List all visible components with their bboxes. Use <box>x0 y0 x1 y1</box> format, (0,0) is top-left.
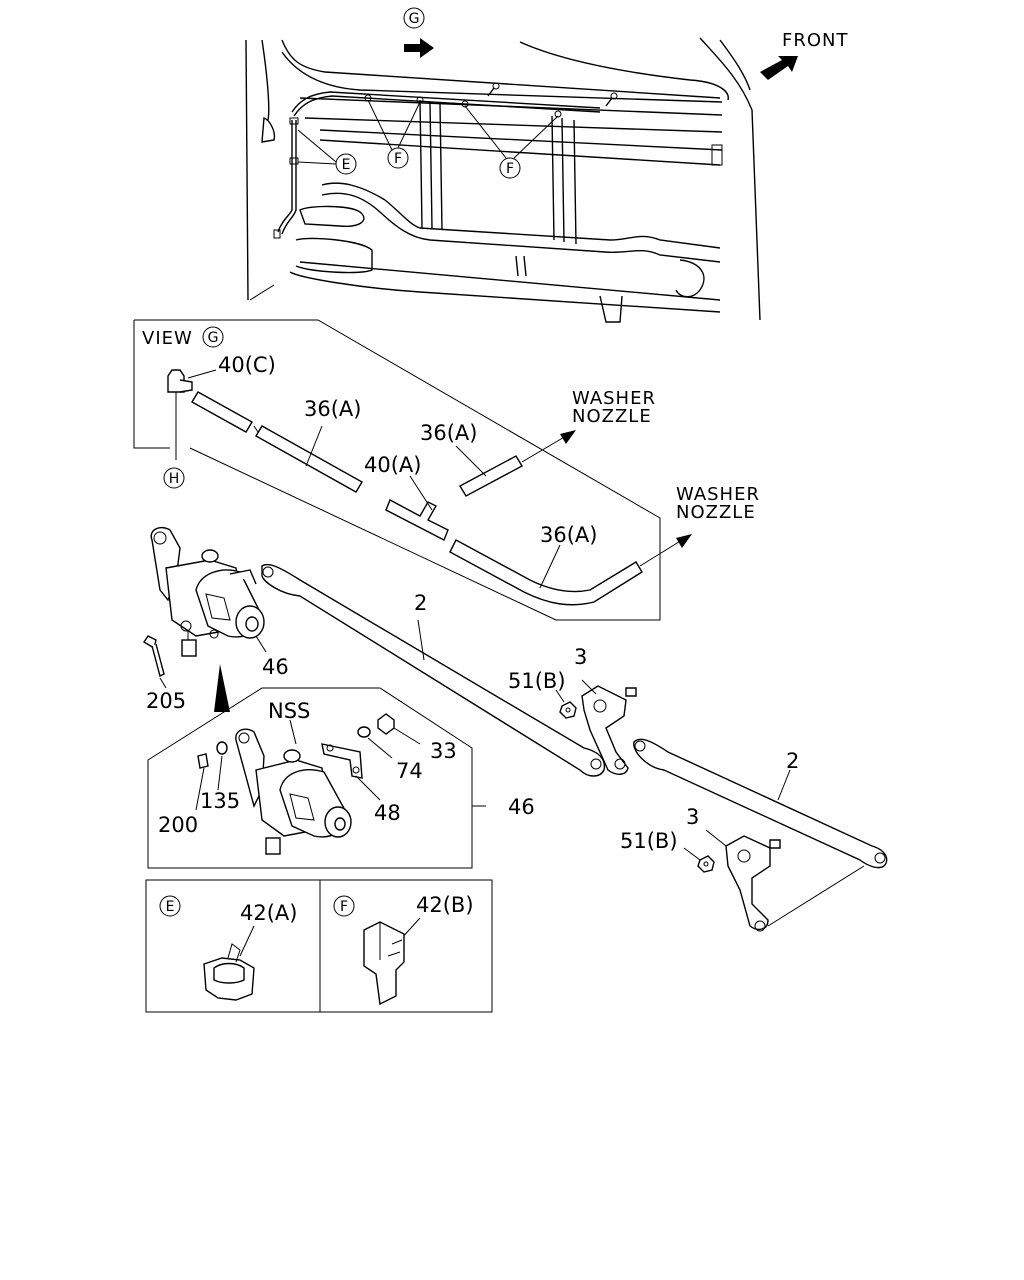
marker-e-body: E <box>335 153 357 175</box>
front-direction: FRONT <box>760 30 849 80</box>
link-rod-upper <box>261 563 606 777</box>
clip-box-f: F 42(B) <box>319 879 493 1013</box>
label-nss-ref: 46 <box>508 795 535 819</box>
marker-h: H <box>169 471 180 487</box>
label-pivot-lower: 3 <box>686 805 699 829</box>
nut-lower <box>683 847 715 873</box>
view-label: VIEW <box>142 328 193 349</box>
label-washer-74: 74 <box>396 759 423 783</box>
marker-f-body-1: F <box>387 147 409 169</box>
label-36a-3: 36(A) <box>540 523 597 547</box>
clip-e-part: 42(A) <box>240 901 297 925</box>
label-rod-lower: 2 <box>786 749 799 773</box>
label-bracket: 48 <box>374 801 401 825</box>
label-motor: 46 <box>262 655 289 679</box>
label-nut-33: 33 <box>430 739 457 763</box>
pivot-upper <box>581 679 637 775</box>
nut-upper <box>555 689 577 719</box>
label-nut-lower: 51(B) <box>620 829 678 853</box>
nss-labels: NSS 200 135 48 74 33 46 <box>158 699 535 837</box>
pivot-lower <box>705 829 865 932</box>
view-marker: G <box>208 330 219 346</box>
clip-f-part: 42(B) <box>416 893 474 917</box>
marker-e-text: E <box>342 157 351 173</box>
marker-f-text-2: F <box>506 161 514 177</box>
label-rod-upper: 2 <box>414 591 427 615</box>
nss-detail-box <box>147 687 486 869</box>
label-40a: 40(A) <box>364 453 421 477</box>
motor-bolt <box>143 635 165 678</box>
front-arrow-icon <box>760 56 798 80</box>
hose-labels: 40(C) 36(A) 36(A) 40(A) 36(A) WASHER NOZ… <box>218 353 760 547</box>
label-pin: 200 <box>158 813 198 837</box>
marker-f-text-1: F <box>394 151 402 167</box>
vehicle-cowl-panel <box>245 37 761 323</box>
washer-nozzle-2-line1: WASHER <box>676 484 760 505</box>
wiper-motor <box>150 526 265 657</box>
label-36a-2: 36(A) <box>420 421 477 445</box>
marker-f-body-2: F <box>499 157 521 179</box>
view-arrow-icon <box>404 38 434 58</box>
clip-e-marker: E <box>166 899 175 915</box>
label-washer-135: 135 <box>200 789 240 813</box>
view-g-panel: VIEW G <box>133 319 661 621</box>
front-label: FRONT <box>782 30 849 51</box>
label-40c: 40(C) <box>218 353 276 377</box>
link-rod-lower <box>633 738 888 869</box>
nss-title: NSS <box>268 699 310 723</box>
washer-nozzle-1-line1: WASHER <box>572 388 656 409</box>
clip-leaders <box>297 99 559 165</box>
label-pivot-upper: 3 <box>574 645 587 669</box>
assembly-pointer-icon <box>214 664 230 712</box>
label-36a-1: 36(A) <box>304 397 361 421</box>
label-nut-upper: 51(B) <box>508 669 566 693</box>
view-g-marker: G <box>403 7 434 58</box>
clip-box-e: E 42(A) <box>145 879 321 1013</box>
washer-nozzle-1-line2: NOZZLE <box>572 406 652 427</box>
washer-hoses: H <box>163 369 692 606</box>
washer-nozzle-2-line2: NOZZLE <box>676 502 756 523</box>
label-bolt: 205 <box>146 689 186 713</box>
marker-g-label: G <box>409 11 420 27</box>
clip-f-marker: F <box>340 899 348 915</box>
